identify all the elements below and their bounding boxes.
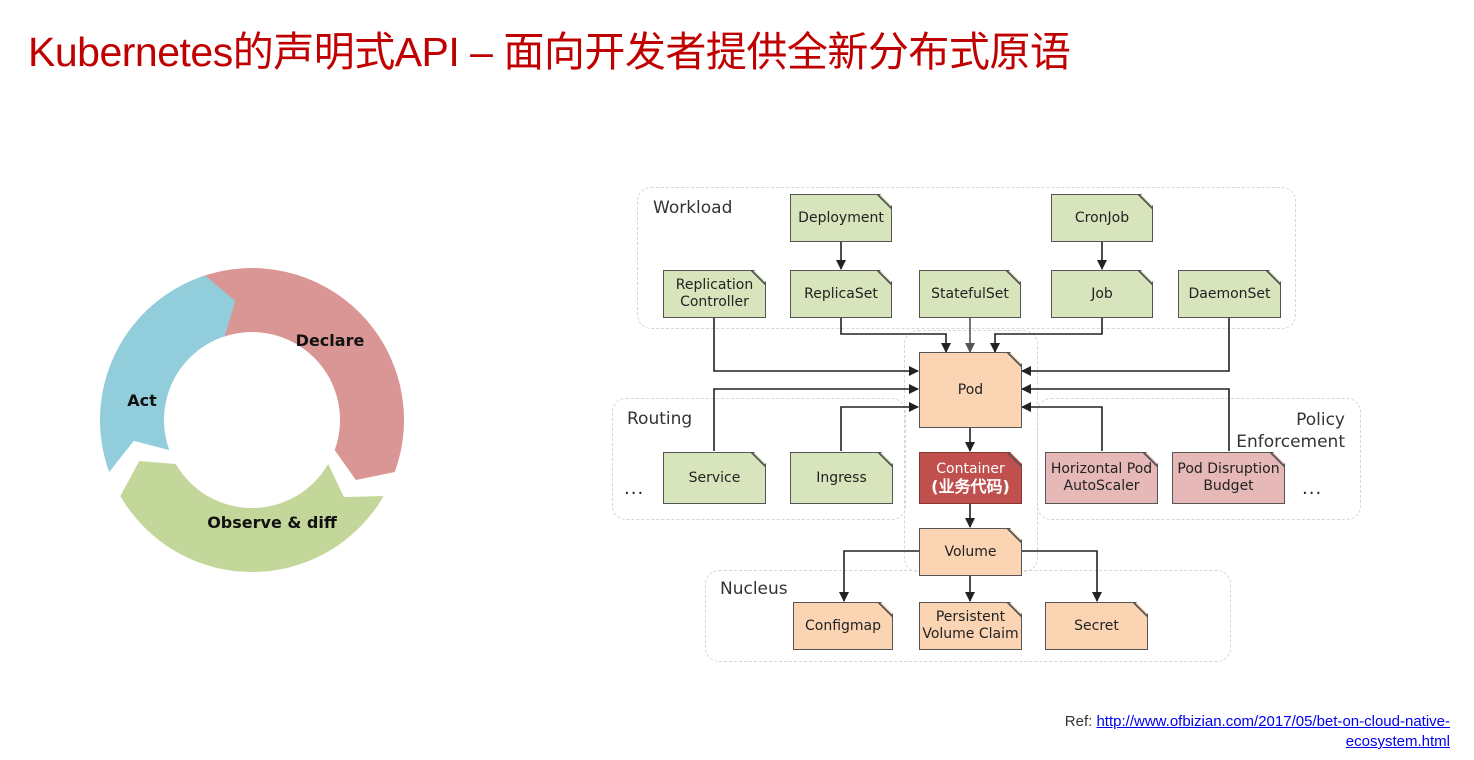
- cycle-label-act: Act: [127, 391, 157, 410]
- group-label-workload: Workload: [653, 198, 733, 218]
- group-label-policy: Policy Enforcement: [1236, 409, 1345, 453]
- group-routing: [612, 398, 906, 520]
- node-pdb-label-2: Budget: [1203, 478, 1254, 494]
- node-ingress-label: Ingress: [816, 469, 867, 486]
- edge-daemonset-pod: [1021, 317, 1230, 376]
- cycle-segment-declare: [200, 268, 404, 480]
- node-hpa-label-1: Horizontal Pod: [1050, 461, 1153, 477]
- routing-ellipsis: ...: [624, 478, 645, 499]
- node-hpa-label-2: AutoScaler: [1063, 478, 1140, 494]
- page-title: Kubernetes的声明式API – 面向开发者提供全新分布式原语: [28, 29, 1071, 75]
- group-label-routing: Routing: [627, 409, 693, 429]
- node-pod-label: Pod: [957, 381, 984, 398]
- cycle-label-declare: Declare: [296, 331, 365, 350]
- edge-rc-pod: [713, 317, 919, 376]
- node-replicaset-label: ReplicaSet: [804, 285, 878, 302]
- node-cronjob-label: CronJob: [1074, 209, 1130, 226]
- cycle-segment-act: [100, 275, 236, 472]
- node-statefulset-label: StatefulSet: [931, 285, 1009, 302]
- edge-volume-configmap: [839, 550, 919, 602]
- group-label-nucleus: Nucleus: [720, 579, 788, 599]
- node-container-label-1: Container: [936, 461, 1005, 477]
- node-statefulset: StatefulSet: [919, 270, 1021, 318]
- node-cronjob: CronJob: [1051, 194, 1153, 242]
- node-secret-label: Secret: [1074, 617, 1119, 634]
- policy-ellipsis: ...: [1302, 478, 1323, 499]
- cycle-label-observe-diff: Observe & diff: [207, 513, 338, 532]
- node-horizontal-pod-autoscaler: Horizontal Pod AutoScaler: [1045, 452, 1158, 504]
- node-deployment-label: Deployment: [798, 209, 884, 226]
- node-container-label-2: (业务代码): [931, 477, 1010, 496]
- node-replication-controller: Replication Controller: [663, 270, 766, 318]
- node-pdb-label-1: Pod Disruption: [1177, 461, 1280, 477]
- cycle-segment-observe-diff: [120, 461, 384, 572]
- reference-prefix: Ref:: [1064, 713, 1097, 730]
- edge-volume-secret: [1021, 550, 1102, 602]
- node-ingress: Ingress: [790, 452, 893, 504]
- edge-service-pod: [713, 384, 919, 451]
- edge-ingress-pod: [840, 402, 919, 451]
- node-volume-label: Volume: [944, 543, 997, 560]
- reference: Ref: http://www.ofbizian.com/2017/05/bet…: [1065, 712, 1450, 752]
- declare-observe-act-cycle: Declare Observe & diff Act: [100, 268, 404, 572]
- edge-hpa-pod: [1021, 402, 1103, 451]
- reference-link-line1[interactable]: http://www.ofbizian.com/2017/05/bet-on-c…: [1096, 713, 1450, 730]
- node-pvc-label-2: Volume Claim: [922, 626, 1019, 642]
- node-secret: Secret: [1045, 602, 1148, 650]
- edge-job-pod: [990, 317, 1103, 353]
- node-service-label: Service: [688, 469, 741, 486]
- group-label-policy-line1: Policy: [1296, 410, 1345, 430]
- node-container: Container (业务代码): [919, 452, 1022, 504]
- group-label-policy-line2: Enforcement: [1236, 432, 1345, 452]
- node-configmap-label: Configmap: [804, 617, 882, 634]
- node-job-label: Job: [1091, 285, 1113, 302]
- node-pod-disruption-budget: Pod Disruption Budget: [1172, 452, 1285, 504]
- edge-pdb-pod: [1021, 384, 1230, 451]
- node-pvc-label-1: Persistent: [935, 609, 1006, 625]
- node-rc-label-2: Controller: [680, 294, 749, 310]
- node-deployment: Deployment: [790, 194, 892, 242]
- group-policy-enforcement: [1037, 398, 1361, 520]
- node-persistent-volume-claim: Persistent Volume Claim: [919, 602, 1022, 650]
- node-daemonset: DaemonSet: [1178, 270, 1281, 318]
- node-rc-label-1: Replication: [675, 277, 754, 293]
- node-pod: Pod: [919, 352, 1022, 428]
- reference-link-line2[interactable]: ecosystem.html: [1345, 733, 1450, 750]
- node-volume: Volume: [919, 528, 1022, 576]
- node-replicaset: ReplicaSet: [790, 270, 892, 318]
- group-workload: [637, 187, 1296, 329]
- node-service: Service: [663, 452, 766, 504]
- node-daemonset-label: DaemonSet: [1188, 285, 1271, 302]
- edge-replicaset-pod: [840, 317, 951, 353]
- node-configmap: Configmap: [793, 602, 893, 650]
- node-job: Job: [1051, 270, 1153, 318]
